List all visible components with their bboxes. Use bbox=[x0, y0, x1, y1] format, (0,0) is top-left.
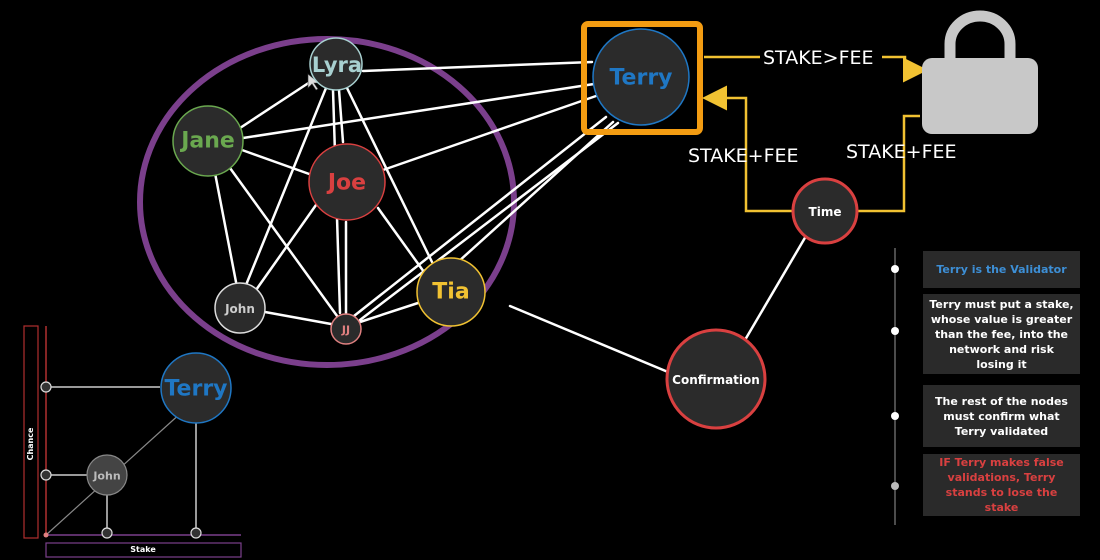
edge-cluster-confirmation bbox=[508, 304, 670, 374]
edge-lyra-joe bbox=[337, 88, 345, 144]
node-jj: JJ bbox=[330, 313, 362, 345]
edge-jj-terry-a bbox=[352, 115, 608, 318]
x-axis-label: Stake bbox=[130, 545, 156, 554]
label-stake-plus-fee-left: STAKE+FEE bbox=[688, 145, 799, 167]
edge-joe-terry bbox=[381, 94, 598, 172]
edge-jane-jj bbox=[228, 166, 342, 322]
y-axis-frame bbox=[23, 325, 39, 539]
edge-jane-john bbox=[213, 171, 238, 284]
edge-jane-terry bbox=[241, 82, 596, 140]
y-tick-high bbox=[40, 381, 52, 393]
node-tia: Tia bbox=[416, 257, 486, 327]
node-terry: Terry bbox=[592, 28, 690, 126]
node-joe: Joe bbox=[308, 143, 386, 221]
node-jane: Jane bbox=[172, 105, 244, 177]
x-axis-frame bbox=[45, 542, 242, 558]
svg-text:Terry: Terry bbox=[164, 377, 227, 402]
node-lyra: Lyra bbox=[309, 37, 363, 91]
edge-jj-terry-b bbox=[358, 121, 620, 322]
node-confirmation: Confirmation bbox=[665, 328, 767, 430]
timeline-step-3: The rest of the nodes must confirm what … bbox=[923, 385, 1080, 447]
arrow-time-to-lock bbox=[858, 114, 920, 213]
label-stake-plus-fee-right: STAKE+FEE bbox=[846, 141, 957, 163]
mini-node-john: John bbox=[86, 454, 128, 496]
svg-text:John: John bbox=[92, 470, 120, 483]
timeline-step-1: Terry is the Validator bbox=[923, 251, 1080, 288]
edge-jane-lyra bbox=[238, 80, 312, 130]
svg-text:Time: Time bbox=[809, 205, 842, 219]
edge-joe-john bbox=[254, 203, 318, 292]
svg-text:Terry: Terry bbox=[609, 66, 672, 91]
edge-john-jj bbox=[263, 310, 333, 326]
edge-jane-joe bbox=[240, 148, 314, 177]
mini-node-terry: Terry bbox=[160, 352, 232, 424]
edge-lyra-tia bbox=[345, 86, 434, 264]
svg-text:Lyra: Lyra bbox=[312, 53, 362, 77]
edge-lyra-john bbox=[244, 86, 328, 287]
timeline-step-2: Terry must put a stake, whose value is g… bbox=[923, 294, 1080, 374]
timeline-dot-3 bbox=[891, 412, 899, 420]
edge-lyra-terry bbox=[361, 60, 594, 73]
svg-text:Tia: Tia bbox=[432, 280, 469, 305]
arrow-time-to-terry bbox=[702, 85, 794, 213]
timeline-dot-4 bbox=[891, 482, 899, 490]
mini-chart: Chance Stake Terry John bbox=[23, 325, 242, 558]
edge-jj-tia bbox=[358, 301, 420, 324]
svg-text:Joe: Joe bbox=[326, 171, 366, 196]
validator-highlight-box bbox=[581, 21, 703, 135]
label-stake-gt-fee: STAKE>FEE bbox=[763, 47, 874, 69]
timeline-dot-1 bbox=[891, 265, 899, 273]
timeline-step-4: IF Terry makes false validations, Terry … bbox=[923, 454, 1080, 516]
arrow-stake-gt-fee-tail bbox=[882, 55, 928, 83]
x-tick-low bbox=[101, 527, 113, 539]
svg-text:Confirmation: Confirmation bbox=[672, 373, 760, 387]
svg-text:Jane: Jane bbox=[179, 129, 235, 154]
x-tick-high bbox=[190, 527, 202, 539]
origin-dot bbox=[43, 532, 49, 538]
node-time: Time bbox=[791, 177, 859, 245]
node-john: John bbox=[214, 282, 266, 334]
timeline-dot-2 bbox=[891, 327, 899, 335]
svg-text:JJ: JJ bbox=[341, 324, 350, 337]
y-axis-label: Chance bbox=[26, 427, 35, 460]
edge-time-confirmation bbox=[743, 234, 808, 342]
edge-joe-tia bbox=[376, 206, 426, 274]
lock-icon bbox=[922, 10, 1038, 134]
flow-arrows bbox=[702, 55, 928, 213]
svg-text:John: John bbox=[224, 302, 255, 316]
mesh-edges bbox=[213, 60, 808, 374]
y-tick-low bbox=[40, 469, 52, 481]
